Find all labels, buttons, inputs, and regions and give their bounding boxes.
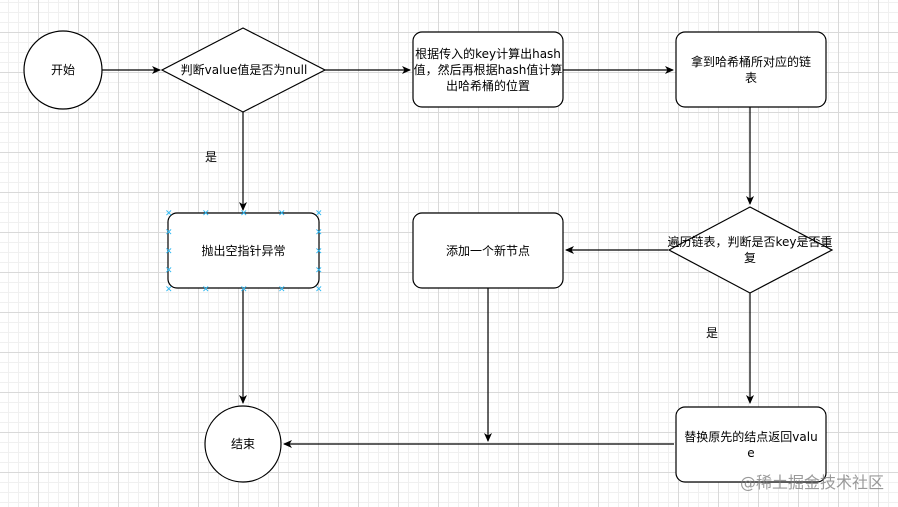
get-bucket-list-box[interactable]	[675, 31, 827, 108]
edge-label-null-yes: 是	[205, 150, 218, 164]
end-label: 结束	[230, 437, 255, 451]
throw-npe-label: 抛出空指针异常	[201, 243, 286, 258]
selection-handles[interactable]: ✕ ✕ ✕ ✕ ✕ ✕ ✕ ✕ ✕ ✕ ✕ ✕ ✕ ✕ ✕ ✕	[165, 209, 323, 295]
replace-value-box[interactable]	[675, 406, 827, 483]
start-label: 开始	[50, 63, 75, 77]
selection-handle: ✕	[202, 209, 210, 219]
selection-handle: ✕	[315, 247, 323, 257]
selection-handle: ✕	[315, 209, 323, 219]
check-null-diamond[interactable]	[160, 27, 327, 113]
get-bucket-list-label: 拿到哈希桶所对应的链表	[690, 54, 811, 85]
selection-handle: ✕	[240, 285, 248, 295]
compute-index-label: 根据传入的key计算出hash值，然后再根据hash值计算出哈希桶的位置	[413, 46, 563, 93]
selection-handle: ✕	[315, 285, 323, 295]
check-null-label: 判断value值是否为null	[180, 63, 308, 77]
selection-handle: ✕	[278, 209, 286, 219]
selection-handle: ✕	[165, 285, 173, 295]
start-node[interactable]	[23, 30, 103, 110]
selection-handle: ✕	[165, 266, 173, 276]
selection-handle: ✕	[278, 285, 286, 295]
selection-handle: ✕	[240, 209, 248, 219]
selection-handle: ✕	[202, 285, 210, 295]
throw-npe-box[interactable]	[167, 212, 320, 289]
traverse-check-diamond[interactable]	[667, 206, 834, 294]
watermark: @稀土掘金技术社区	[739, 473, 884, 492]
selection-handle: ✕	[165, 209, 173, 219]
compute-index-box[interactable]	[412, 31, 564, 108]
selection-handle: ✕	[165, 228, 173, 238]
selection-handle: ✕	[315, 266, 323, 276]
selection-handle: ✕	[165, 247, 173, 257]
add-node-label: 添加一个新节点	[445, 243, 530, 258]
selection-handle: ✕	[315, 228, 323, 238]
edge-label-dup-yes: 是	[706, 326, 719, 340]
add-node-box[interactable]	[412, 212, 564, 289]
edges	[102, 66, 754, 448]
replace-value-label: 替换原先的结点返回value	[684, 429, 818, 460]
end-node[interactable]	[204, 405, 282, 483]
traverse-check-label: 遍历链表，判断是否key是否重复	[667, 235, 833, 265]
